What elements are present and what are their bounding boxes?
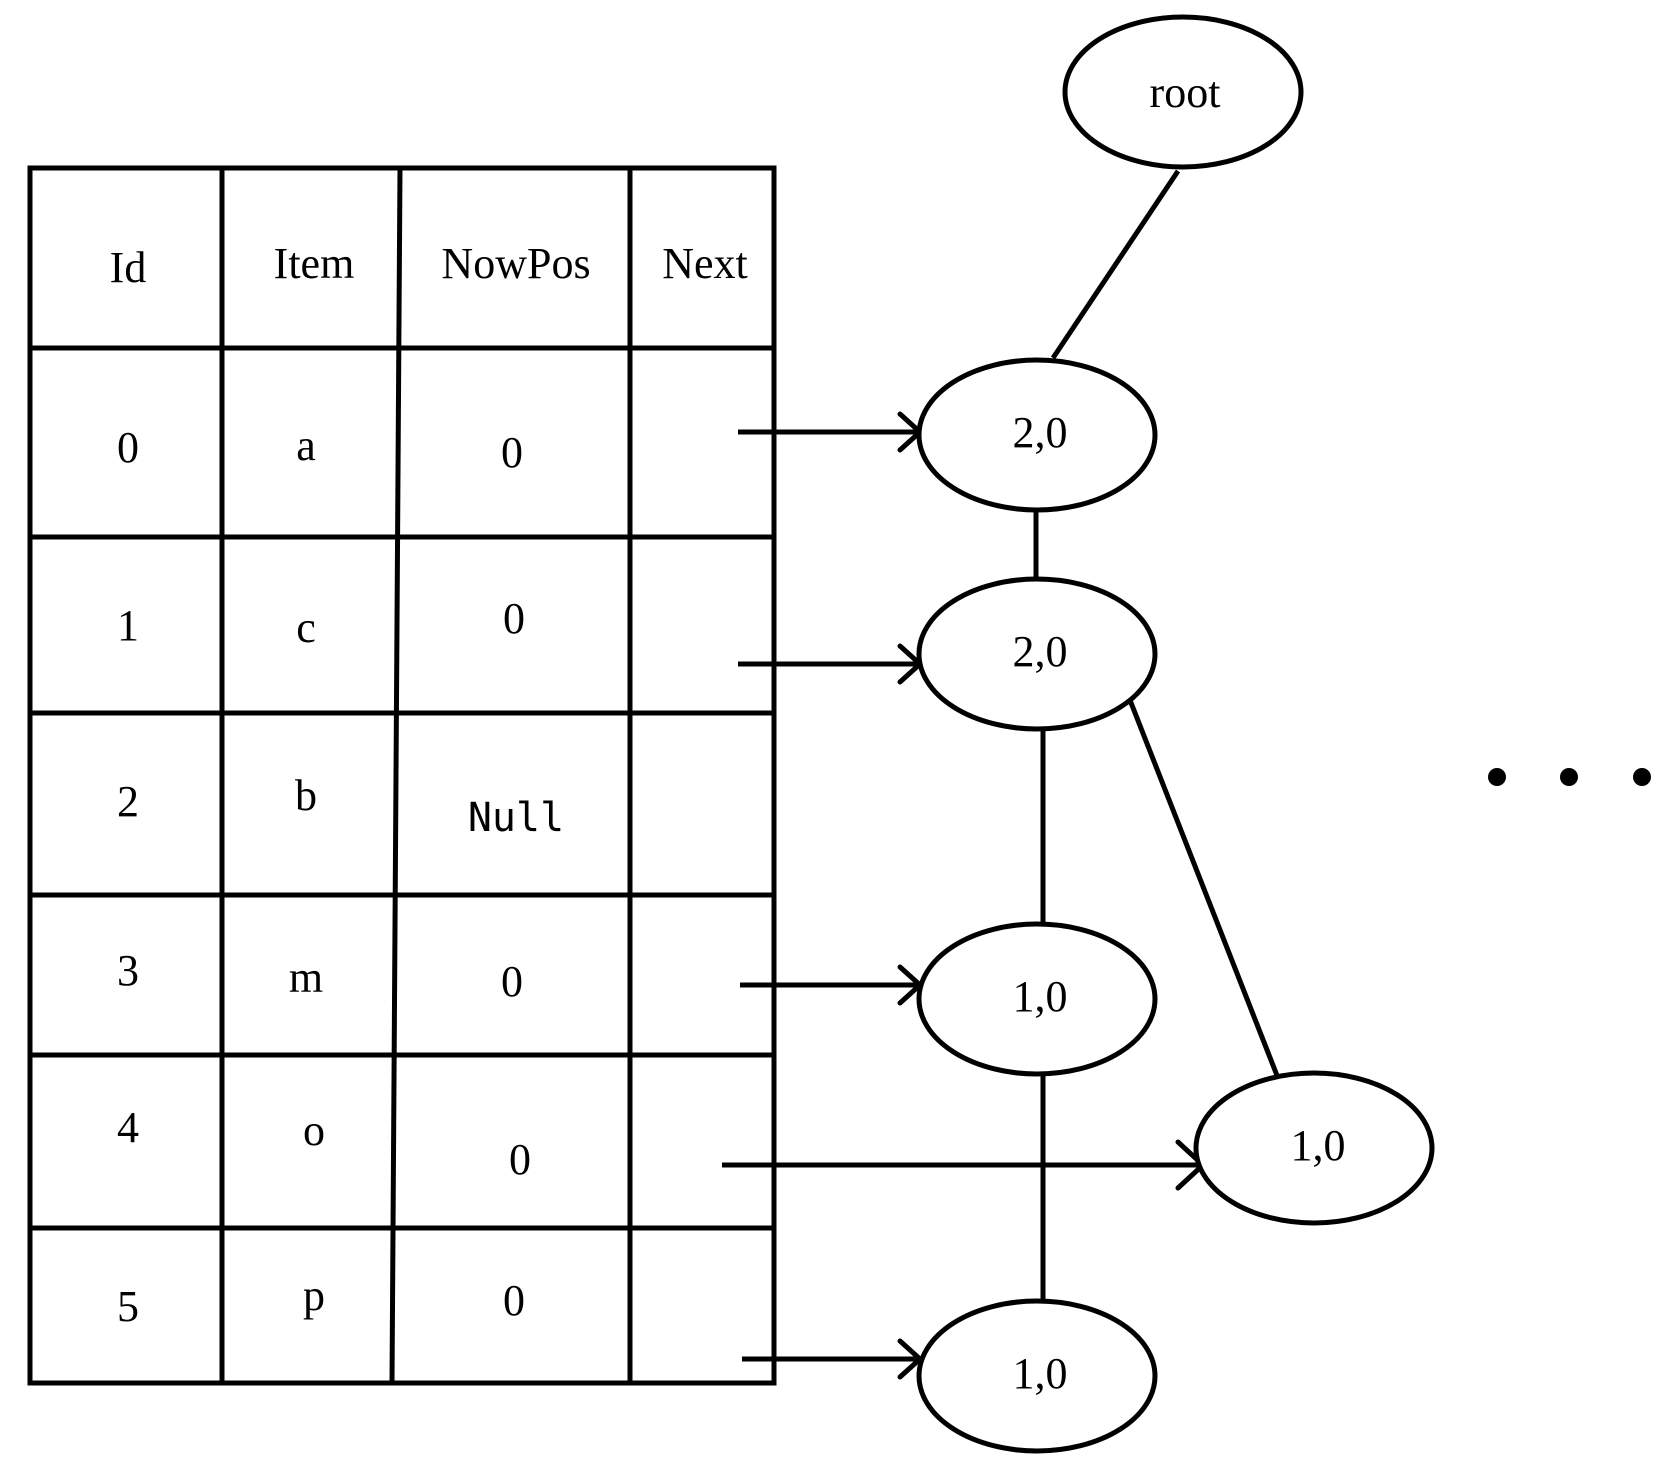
- header-item: Item: [274, 239, 355, 288]
- edge-n2-n4: [1125, 694, 1281, 1079]
- cell-nowpos: 0: [501, 957, 523, 1006]
- node-label: 1,0: [1013, 972, 1068, 1021]
- arrow-row-5: [742, 1338, 924, 1380]
- tree-node: 1,0: [1193, 1070, 1435, 1226]
- tree-node: 1,0: [916, 921, 1158, 1077]
- cell-item: o: [303, 1106, 325, 1155]
- root-node: root: [1062, 14, 1304, 170]
- ellipsis-dot: [1488, 768, 1506, 786]
- cell-id: 1: [117, 601, 139, 650]
- edge-root-n1: [1050, 169, 1181, 360]
- cell-nowpos: 0: [501, 428, 523, 477]
- column-divider: [389, 167, 403, 1384]
- table-border: [27, 165, 777, 1386]
- cell-item: m: [289, 953, 323, 1002]
- arrow-row-0: [738, 411, 924, 453]
- cell-id: 5: [117, 1282, 139, 1331]
- node-label: 2,0: [1013, 627, 1068, 676]
- cell-id: 3: [117, 946, 139, 995]
- header-next: Next: [662, 239, 748, 288]
- cell-nowpos: 0: [503, 594, 525, 643]
- tree-nodes: root 2,0 2,0 1,0 1,0 1,0: [916, 14, 1435, 1454]
- ellipsis-dot: [1560, 768, 1578, 786]
- node-label: 1,0: [1013, 1349, 1068, 1398]
- cell-nowpos: 0: [509, 1135, 531, 1184]
- tree-edges: [1033, 169, 1281, 1304]
- arrow-row-4: [722, 1139, 1207, 1191]
- root-label: root: [1150, 68, 1221, 117]
- tree-node: 2,0: [916, 576, 1158, 732]
- tree-node: 1,0: [916, 1298, 1158, 1454]
- cell-nowpos: Null: [468, 795, 564, 841]
- tree-node: 2,0: [916, 357, 1158, 513]
- cell-id: 2: [117, 777, 139, 826]
- continuation-ellipsis: [1488, 768, 1651, 786]
- arrow-row-1: [738, 643, 924, 685]
- cell-item: c: [296, 603, 316, 652]
- cell-nowpos: 0: [503, 1276, 525, 1325]
- next-pointers: [722, 411, 1207, 1380]
- header-table: Id Item NowPos Next 0 a 0 1 c 0 2 b Null…: [27, 165, 777, 1386]
- cell-item: a: [296, 421, 316, 470]
- header-nowpos: NowPos: [441, 239, 590, 288]
- node-label: 2,0: [1013, 408, 1068, 457]
- cell-id: 0: [117, 423, 139, 472]
- arrow-row-3: [740, 964, 924, 1006]
- cell-item: p: [303, 1271, 325, 1320]
- ellipsis-dot: [1633, 768, 1651, 786]
- node-label: 1,0: [1291, 1121, 1346, 1170]
- cell-id: 4: [117, 1103, 139, 1152]
- header-id: Id: [110, 243, 147, 292]
- cell-item: b: [295, 771, 317, 820]
